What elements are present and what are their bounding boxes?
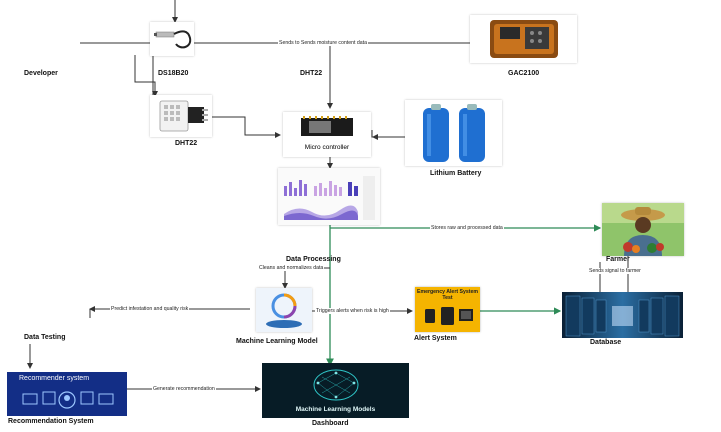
edge-label-predict-infestation: Predict infestation and quality risk bbox=[110, 306, 190, 312]
database-image bbox=[562, 292, 683, 338]
lithium-battery-image bbox=[405, 100, 502, 166]
ml-models-image: Machine Learning Models bbox=[262, 363, 409, 418]
micro-controller-label: Micro controller bbox=[304, 144, 350, 151]
developer-label: Developer bbox=[24, 70, 58, 77]
recommendation-system-label: Recommendation System bbox=[8, 418, 94, 425]
recommender-title: Recommender system bbox=[19, 375, 90, 382]
edge-label-stores-data: Stores raw and processed data bbox=[430, 225, 504, 231]
alert-system-label: Alert System bbox=[414, 335, 457, 342]
dashboard-label: Dashboard bbox=[312, 420, 349, 427]
gac2100-label: GAC2100 bbox=[508, 70, 540, 77]
farmer-image bbox=[602, 203, 684, 256]
ds18b20-image bbox=[150, 22, 194, 56]
lithium-battery-label: Lithium Battery bbox=[430, 170, 482, 177]
micro-controller-node: Micro controller bbox=[283, 112, 371, 157]
ml-model-label: Machine Learning Model bbox=[236, 338, 318, 345]
edge-label-sends-signal: Sends signal to farmer bbox=[588, 268, 642, 274]
database-label: Database bbox=[590, 339, 622, 346]
recommender-image: Recommender system bbox=[7, 372, 127, 416]
ml-models-title: Machine Learning Models bbox=[295, 406, 376, 413]
data-testing-label: Data Testing bbox=[24, 334, 66, 341]
alert-title: Emergency Alert System Test bbox=[417, 289, 478, 301]
edge-label-generate-recommendation: Generate recommendation bbox=[152, 386, 216, 392]
dashboard-thumbnail bbox=[278, 168, 380, 225]
farmer-label: Farmer bbox=[606, 256, 630, 263]
ml-model-image bbox=[256, 288, 312, 332]
gac2100-image bbox=[470, 15, 577, 63]
dht22-image bbox=[150, 95, 212, 137]
dht22-label: DHT22 bbox=[175, 140, 198, 147]
ds18b20-label: DS18B20 bbox=[158, 70, 189, 77]
dht22-top-label: DHT22 bbox=[300, 70, 323, 77]
edge-label-triggers-alerts: Triggers alerts when risk is high bbox=[315, 308, 390, 314]
alert-system-image: Emergency Alert System Test bbox=[415, 287, 480, 332]
data-processing-label: Data Processing bbox=[286, 256, 341, 263]
edge-label-sends-moisture: Sends to Sends moisture content data bbox=[278, 40, 368, 46]
edge-label-cleans-data: Cleans and normalizes data bbox=[258, 265, 325, 271]
